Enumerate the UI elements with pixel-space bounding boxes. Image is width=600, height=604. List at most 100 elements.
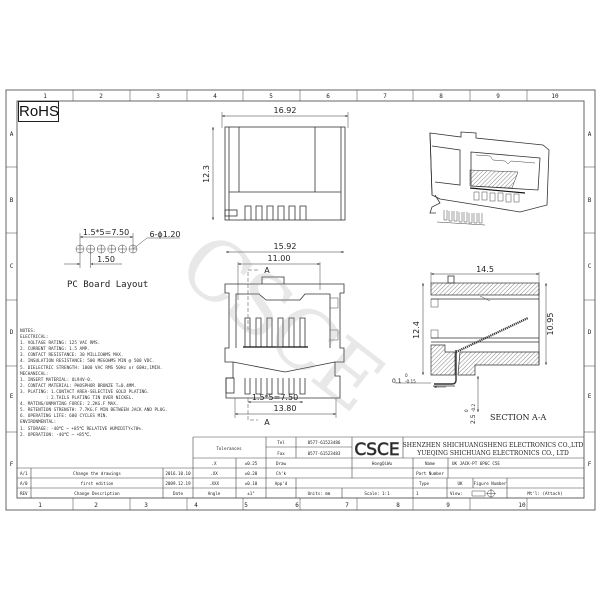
revision-header: Date: [173, 491, 184, 496]
column-label: 9: [446, 502, 450, 509]
column-label: 10: [518, 502, 526, 509]
row-label: D: [10, 329, 14, 336]
hole-callout: 6-ϕ1.20: [149, 230, 180, 239]
column-label: 4: [213, 93, 217, 100]
width-dimension: 16.92: [274, 106, 297, 115]
tolerance-lower: -0.15: [405, 379, 416, 384]
column-label: 3: [144, 502, 148, 509]
column-label: 7: [345, 502, 349, 509]
height-dimension: 12.4: [412, 321, 421, 339]
row-label: C: [10, 263, 14, 270]
column-label: 1: [43, 93, 47, 100]
tolerance-label: .XXX: [209, 481, 220, 486]
tel-label: Tel: [277, 440, 285, 445]
row-label: F: [10, 461, 14, 468]
figure-number-label: Figure Number: [474, 481, 507, 486]
fax-number: 0577-61523483: [308, 451, 341, 456]
note-item: 3. CONTACT RESISTANCE: 30 MILLIOHMS MAX.: [20, 353, 124, 359]
column-label: 5: [269, 93, 273, 100]
view-label: View:: [450, 491, 463, 496]
row-label: A: [10, 131, 14, 138]
material: Mt'l: (Attach): [527, 491, 562, 496]
title-block: A/1 Change the drawings 2016.10.10 A/0 f…: [17, 436, 584, 498]
row-label: B: [588, 197, 592, 204]
row-label: C: [588, 263, 592, 270]
company-logo: CSCE: [354, 440, 399, 460]
pc-board-layout: 1.5*5=7.50 6-ϕ1.20 1.50 PC Board Layout: [64, 228, 181, 290]
note-item: 4. MATING/UNMATING FORCE: 2.2KG.F MAX.: [20, 402, 119, 408]
section-marker-bottom: A: [264, 418, 270, 427]
height-dimension: 12.3: [202, 165, 211, 183]
column-label: 7: [383, 93, 387, 100]
pin-length-dimension: 2.5: [470, 414, 477, 424]
inner-width-dimension: 11.00: [268, 254, 291, 263]
column-label: 5: [244, 502, 248, 509]
overall-width-dimension: 15.92: [274, 242, 297, 251]
offset-dimension: 1.50: [97, 255, 115, 264]
row-label: D: [588, 329, 592, 336]
drawer-name: HongQiWu: [372, 461, 393, 466]
row-label: B: [10, 197, 14, 204]
row-label: E: [10, 393, 14, 400]
pc-board-layout-title: PC Board Layout: [67, 280, 148, 290]
revision-description: Change the drawings: [73, 471, 121, 476]
tel-number: 0577-61523486: [308, 440, 341, 445]
note-item: 3. PLATING: 1.CONTACT AREA-SELECTIVE GOL…: [20, 389, 150, 395]
column-label: 9: [496, 93, 500, 100]
name-label: Name: [425, 461, 436, 466]
note-item: 1. VOLTAGE RATING: 125 VAC RMS.: [20, 341, 101, 347]
section-marker-top: A: [264, 266, 270, 275]
column-label: 8: [396, 502, 400, 509]
column-label: 6: [295, 502, 299, 509]
section-a-a-view: 14.5 12.4 10.95 0.1 0 -0.15 2.5 0 -0.2 S…: [392, 265, 555, 424]
column-label: 2: [94, 502, 98, 509]
part-number-label: Part Number: [416, 471, 444, 476]
pitch-dimension: 1.5*5=7.50: [83, 228, 129, 237]
note-item: 1. STORAGE: -40℃ ~ +85℃ RELATIVE HUMIDIT…: [20, 426, 144, 432]
hole-pattern: [75, 244, 138, 254]
column-label: 3: [156, 93, 160, 100]
company-name-line2: YUEQING SHICHUANG ELECTRONICS CO., LTD: [416, 450, 569, 457]
tolerances-title: Tolerances: [216, 446, 242, 451]
pin-pitch-dimension: 1.5*5=7.50: [252, 393, 298, 402]
base-width-dimension: 13.80: [274, 404, 297, 413]
units: Units: mm: [308, 491, 331, 496]
front-view: 16.92 12.3: [202, 106, 349, 221]
row-label: A: [588, 131, 592, 138]
note-item: 6. OPERATING LIFE: 600 CYCLES MIN.: [20, 414, 108, 420]
tolerance-value: ±0.25: [245, 461, 258, 466]
inner-height-dimension: 10.95: [546, 313, 555, 336]
mechanical-heading: MECHANICAL:: [20, 371, 49, 377]
note-item: 2. CONTACT MATERIAL: PHOSPHOR BRONZE T=0…: [20, 383, 137, 389]
tolerance-value: ±0.20: [245, 471, 258, 476]
sheet-frame: 1 2 3 4 5 6 7 8 9 10 1 2 3 4 5 6 7 8 9 1…: [5, 89, 596, 511]
rohs-badge: RoHS: [18, 101, 60, 122]
revision-description: first edition: [81, 481, 114, 486]
bottom-view: 15.92 11.00 A 1.5*5=7.50 13.80 A: [224, 242, 345, 427]
sheet-number: 1: [416, 491, 419, 496]
check-label: Ch'k: [276, 471, 287, 476]
tolerance-label: Angle: [208, 491, 221, 496]
electrical-heading: ELECTRICAL:: [20, 335, 49, 341]
revision-header: Change Description: [74, 491, 120, 496]
tolerance-dimension: 0.1: [392, 378, 402, 385]
column-label: 10: [551, 93, 559, 100]
revision-code: A/0: [20, 481, 28, 486]
tolerance-label: .X: [211, 461, 217, 466]
length-dimension: 14.5: [476, 265, 494, 274]
tolerance-value: ±0.10: [245, 481, 258, 486]
part-name: UK JACK-PT 6P6C C5E: [452, 461, 500, 466]
row-label: E: [588, 393, 592, 400]
note-item: 1. INSERT MATERIAL: UL94V-0.: [20, 377, 93, 383]
tolerance-label: .XX: [210, 471, 218, 476]
note-item: 2. CURRENT RATING: 1.5 AMP.: [20, 347, 90, 353]
revision-date: 2016.10.10: [165, 471, 191, 476]
fax-label: Fax: [277, 451, 285, 456]
notes-block: NOTES:ELECTRICAL:1. VOLTAGE RATING: 125 …: [20, 329, 200, 439]
environmental-heading: ENVIRONMENTAL:: [20, 420, 57, 426]
section-title: SECTION A-A: [490, 413, 547, 422]
note-item: 2. OPERATION: -40℃ ~ +85℃.: [20, 432, 92, 438]
column-label: 6: [326, 93, 330, 100]
note-item: : 2.TAILS PLATING TIN OVER NICKEL.: [20, 396, 134, 402]
projection-symbol-icon: [471, 489, 496, 498]
